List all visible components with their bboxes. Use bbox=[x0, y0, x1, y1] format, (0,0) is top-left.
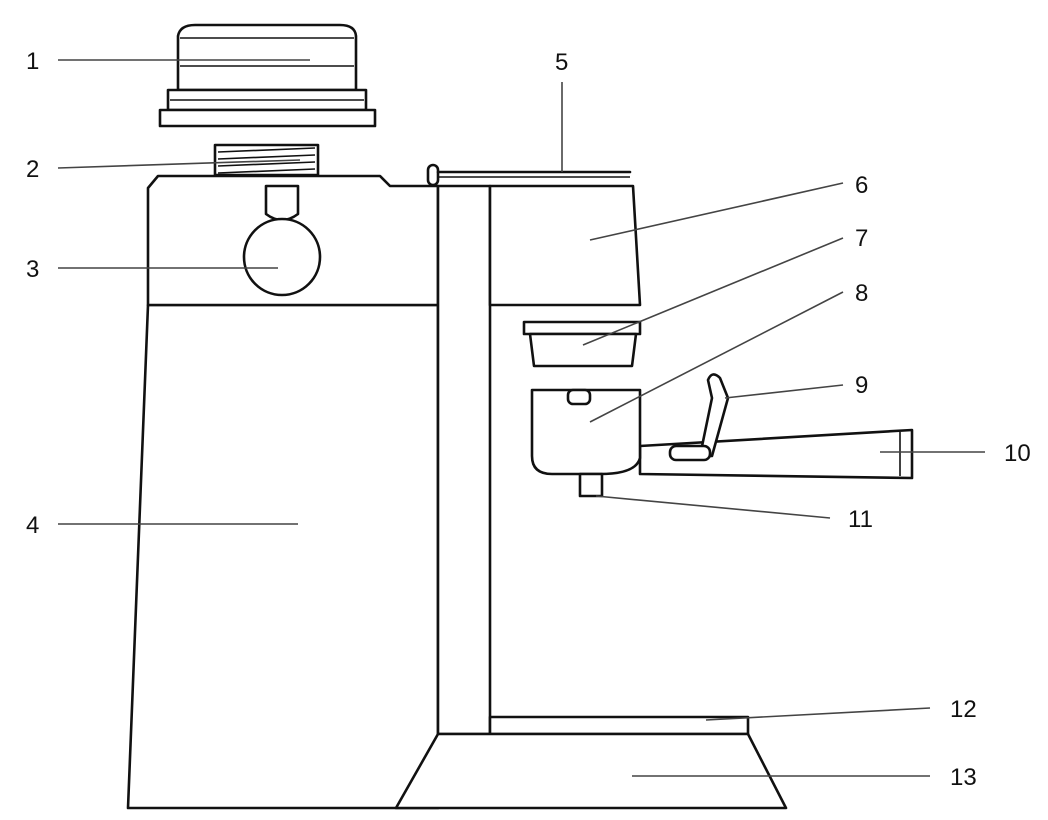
callout-10: 10 bbox=[1004, 440, 1031, 467]
leader-lines bbox=[57, 59, 985, 777]
central-column bbox=[436, 184, 492, 736]
callout-7: 7 bbox=[855, 225, 868, 252]
steam-lever bbox=[426, 163, 632, 187]
callout-3: 3 bbox=[26, 256, 39, 283]
boiler-cap bbox=[158, 23, 377, 128]
callout-9: 9 bbox=[855, 372, 868, 399]
callout-4: 4 bbox=[26, 512, 39, 539]
leader-11 bbox=[595, 495, 831, 519]
brew-head-housing bbox=[488, 184, 642, 307]
threaded-neck bbox=[213, 143, 320, 177]
callout-2: 2 bbox=[26, 156, 39, 183]
leader-7 bbox=[582, 237, 844, 346]
callout-labels: 1 2 3 4 5 6 7 8 9 10 11 12 13 bbox=[26, 48, 1031, 791]
callout-5: 5 bbox=[555, 49, 568, 76]
callout-11: 11 bbox=[848, 506, 873, 533]
leader-9 bbox=[724, 384, 844, 399]
leader-12 bbox=[705, 707, 931, 721]
callout-12: 12 bbox=[950, 696, 977, 723]
control-knob bbox=[242, 184, 322, 297]
callout-1: 1 bbox=[26, 48, 39, 75]
filter-basket bbox=[522, 320, 642, 368]
callout-8: 8 bbox=[855, 280, 868, 307]
callout-6: 6 bbox=[855, 172, 868, 199]
drip-tray-base bbox=[394, 732, 788, 810]
callout-13: 13 bbox=[950, 764, 977, 791]
leader-6 bbox=[589, 182, 844, 241]
leader-2 bbox=[57, 159, 301, 169]
leader-8 bbox=[589, 291, 844, 423]
